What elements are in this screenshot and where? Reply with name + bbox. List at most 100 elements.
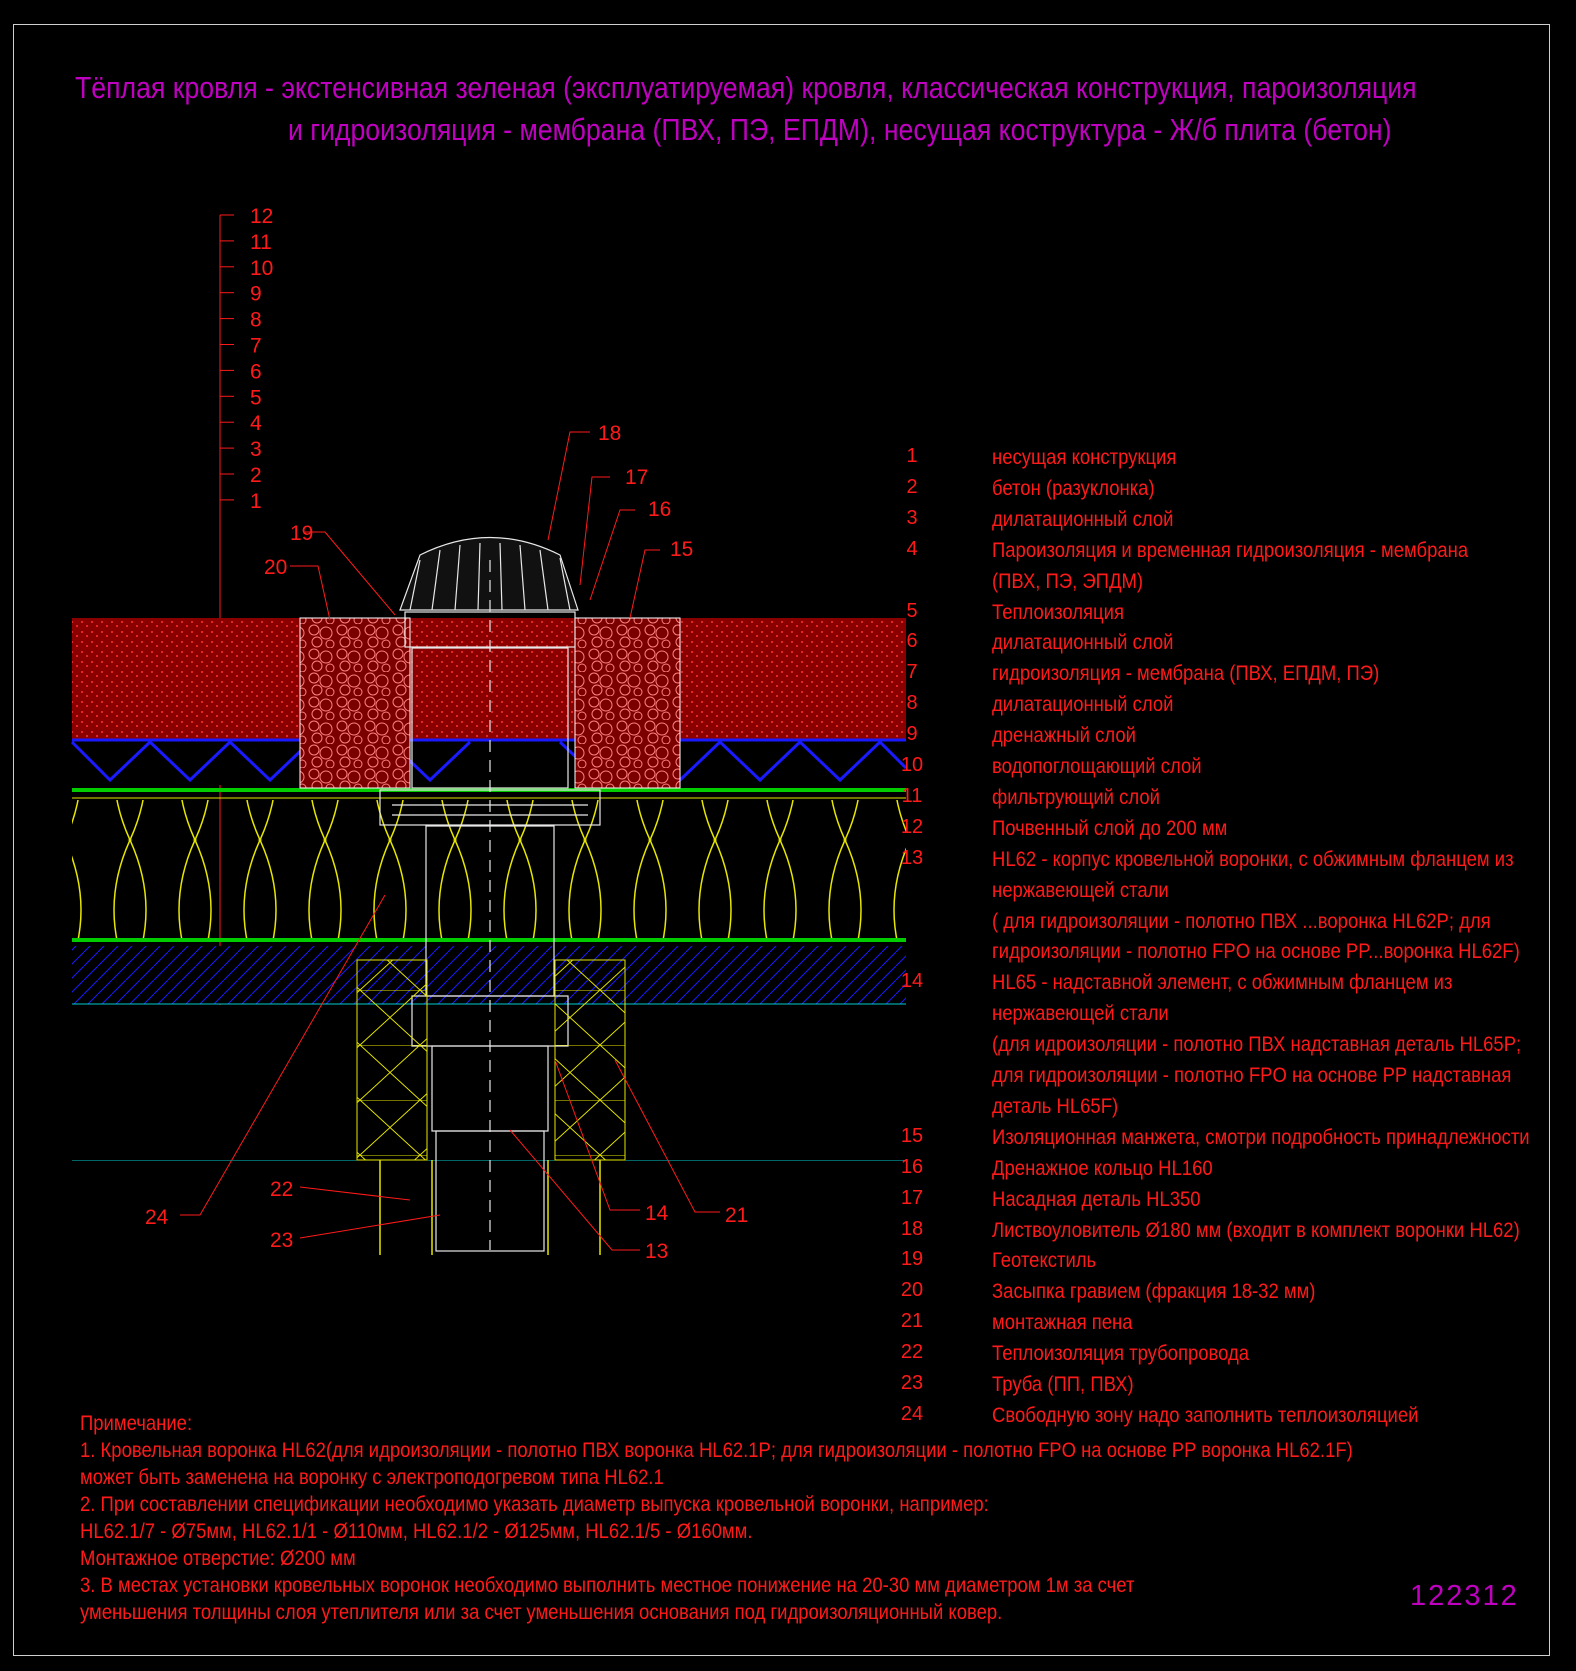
legend-text: (ПВХ, ПЭ, ЭПДМ) xyxy=(992,569,1144,593)
legend-text: несущая конструкция xyxy=(992,446,1177,469)
scale-label: 8 xyxy=(250,309,262,332)
legend-number: 1 xyxy=(906,445,918,467)
gravel-fill-left xyxy=(299,617,411,789)
callout-16: 16 xyxy=(648,498,671,521)
legend-number: 6 xyxy=(906,630,918,653)
legend-number: 17 xyxy=(900,1186,924,1209)
callout-17: 17 xyxy=(625,466,648,489)
note-line: может быть заменена на воронку с электро… xyxy=(80,1466,664,1489)
legend-number: 14 xyxy=(900,970,924,993)
note-line: 1. Кровельная воронка HL62(для идроизоля… xyxy=(80,1439,1353,1462)
legend-text: Теплоизоляция трубопровода xyxy=(992,1342,1250,1366)
callout-22: 22 xyxy=(270,1178,293,1201)
callout-18: 18 xyxy=(598,422,621,445)
legend-number: 16 xyxy=(900,1155,924,1178)
scale-label: 3 xyxy=(250,438,262,461)
legend-text: дилатационный слой xyxy=(992,507,1174,531)
notes-heading: Примечание: xyxy=(80,1412,193,1435)
scale-label: 2 xyxy=(250,464,262,487)
legend-text: Изоляционная манжета, смотри подробность… xyxy=(992,1125,1530,1149)
title-line-1: Тёплая кровля - экстенсивная зеленая (эк… xyxy=(75,70,1417,105)
drawing-frame xyxy=(13,24,1550,1656)
legend-number: 24 xyxy=(900,1402,924,1425)
legend-number: 13 xyxy=(900,846,924,869)
concrete-slope xyxy=(72,946,906,1004)
callout-labels: 18 17 16 15 19 20 24 22 23 14 21 13 xyxy=(145,422,748,1263)
legend-text: Засыпка гравием (фракция 18-32 мм) xyxy=(992,1280,1316,1304)
pipe-insulation-left xyxy=(356,959,428,1161)
legend-text: дилатационный слой xyxy=(992,693,1174,717)
scale-label: 1 xyxy=(250,490,262,513)
legend-text: Почвенный слой до 200 мм xyxy=(992,816,1228,840)
legend-text: Листвоуловитель Ø180 мм (входит в компле… xyxy=(992,1218,1520,1242)
scale-label: 5 xyxy=(250,386,262,409)
scale-label: 6 xyxy=(250,360,262,383)
legend-number: 7 xyxy=(906,661,918,684)
legend-text: Теплоизоляция xyxy=(992,600,1124,624)
scale-label: 9 xyxy=(250,283,262,306)
legend-number: 12 xyxy=(900,815,924,838)
legend-text: Труба (ПП, ПВХ) xyxy=(992,1373,1134,1396)
legend-text: гидроизоляция - мембрана (ПВХ, ЕПДМ, ПЭ) xyxy=(992,662,1380,686)
scale-label: 4 xyxy=(250,412,262,435)
scale-label: 12 xyxy=(250,205,273,228)
callout-20: 20 xyxy=(264,556,287,579)
legend-text: HL65 - надставной элемент, с обжимным фл… xyxy=(992,971,1453,995)
legend-text: гидроизоляции - полотно FPO на основе PP… xyxy=(992,940,1520,964)
legend-text: монтажная пена xyxy=(992,1311,1133,1335)
soil-layer xyxy=(72,618,906,740)
legend-text: водопоглощающий слой xyxy=(992,755,1202,778)
legend-text: дилатационный слой xyxy=(992,631,1174,655)
legend-text: фильтрующий слой xyxy=(992,785,1160,809)
legend-text: (для идроизоляции - полотно ПВХ надставн… xyxy=(992,1033,1522,1057)
legend-number: 22 xyxy=(900,1341,924,1364)
callout-15: 15 xyxy=(670,538,693,561)
legend-number: 20 xyxy=(900,1279,924,1302)
callout-19: 19 xyxy=(290,522,313,545)
legend-text: деталь HL65F) xyxy=(992,1094,1119,1118)
legend-text: бетон (разуклонка) xyxy=(992,476,1155,500)
note-line: HL62.1/7 - Ø75мм, HL62.1/1 - Ø110мм, HL6… xyxy=(80,1520,753,1543)
legend-text: Геотекстиль xyxy=(992,1249,1097,1273)
callout-21: 21 xyxy=(725,1204,748,1227)
legend-number: 8 xyxy=(906,692,918,715)
legend-text: HL62 - корпус кровельной воронки, с обжи… xyxy=(992,847,1514,871)
legend-text: Дренажное кольцо HL160 xyxy=(992,1156,1213,1180)
legend-text: дренажный слой xyxy=(992,724,1136,748)
legend-number: 10 xyxy=(900,754,924,776)
legend-number: 19 xyxy=(900,1248,924,1271)
legend-text: для гидроизоляции - полотно FPO на основ… xyxy=(992,1064,1512,1087)
legend-number: 3 xyxy=(906,506,918,529)
note-line: 2. При составлении спецификации необходи… xyxy=(80,1493,989,1516)
legend-number: 23 xyxy=(900,1372,924,1394)
title-line-2: и гидроизоляция - мембрана (ПВХ, ПЭ, ЕПД… xyxy=(288,112,1392,147)
scale-label: 10 xyxy=(250,257,273,280)
drainage-layer xyxy=(72,740,906,785)
legend-text: нержавеющей стали xyxy=(992,1002,1169,1026)
note-line: 3. В местах установки кровельных воронок… xyxy=(80,1574,1135,1597)
legend-number: 9 xyxy=(906,723,918,746)
scale-label: 7 xyxy=(250,335,262,358)
note-line: Монтажное отверстие: Ø200 мм xyxy=(80,1547,356,1570)
legend-number: 21 xyxy=(900,1310,924,1333)
pipe-insulation-right xyxy=(554,959,626,1161)
note-line: уменьшения толщины слоя утеплителя или з… xyxy=(80,1601,1003,1624)
legend-text: ( для гидроизоляции - полотно ПВХ ...вор… xyxy=(992,909,1491,933)
legend-number: 18 xyxy=(900,1217,924,1240)
callout-13: 13 xyxy=(645,1240,668,1263)
gravel-fill-right xyxy=(574,617,681,789)
legend-text: нержавеющей стали xyxy=(992,878,1169,902)
legend-number: 15 xyxy=(900,1124,924,1147)
callout-leaders xyxy=(180,431,720,1251)
legend-number: 5 xyxy=(906,599,918,622)
legend-number: 4 xyxy=(906,537,918,560)
legend-number: 11 xyxy=(901,784,923,807)
thermal-insulation xyxy=(72,800,906,940)
layer-scale: 12 11 10 9 8 76 5 4 3 2 1 xyxy=(219,205,273,1070)
callout-14: 14 xyxy=(645,1202,669,1225)
callout-24: 24 xyxy=(145,1206,169,1229)
callout-23: 23 xyxy=(270,1229,293,1252)
legend-text: Свободную зону надо заполнить теплоизоля… xyxy=(992,1403,1419,1427)
scale-label: 11 xyxy=(250,231,272,254)
